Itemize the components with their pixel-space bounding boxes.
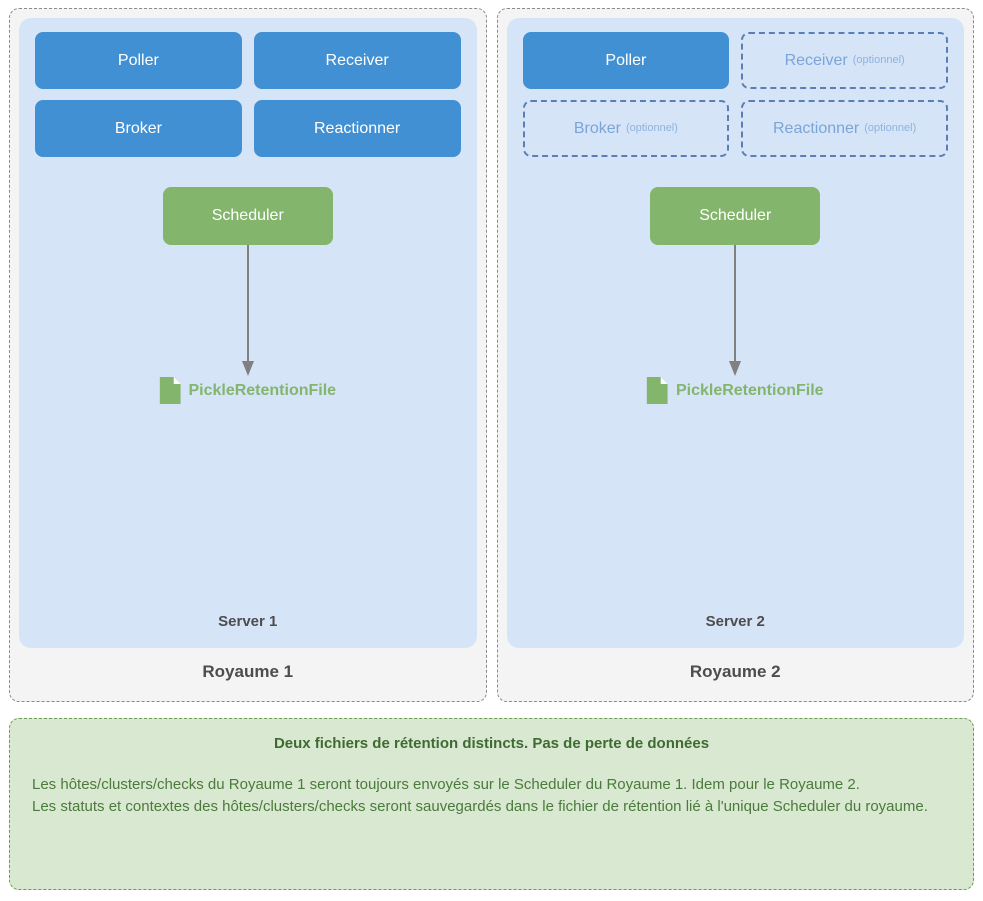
scheduler-box-1[interactable]: Scheduler — [162, 187, 333, 245]
retention-file-group-2: PickleRetentionFile — [646, 377, 824, 404]
optional-tag: (optionnel) — [852, 54, 905, 67]
retention-file-group-1: PickleRetentionFile — [159, 377, 336, 404]
daemon-label: Broker — [114, 119, 162, 137]
scheduler-label: Scheduler — [211, 207, 284, 224]
file-icon — [646, 377, 668, 404]
daemon-label: Reactionner — [313, 119, 401, 137]
realm-royaume-1: Poller Receiver Broker Reactionner Sched… — [9, 8, 487, 702]
daemon-label: Receiver — [325, 51, 389, 69]
server-panel-2: Poller Receiver (optionnel) Broker (opti… — [506, 18, 964, 648]
daemon-label: Broker — [573, 119, 621, 137]
arrow-scheduler-to-file-2 — [729, 245, 742, 376]
daemon-receiver-2[interactable]: Receiver (optionnel) — [741, 32, 948, 89]
note-line: Les hôtes/clusters/checks du Royaume 1 s… — [32, 776, 860, 793]
realm-label-2: Royaume 2 — [689, 662, 781, 681]
daemon-poller-1[interactable]: Poller — [35, 32, 242, 89]
daemon-label: Poller — [117, 51, 159, 69]
note-line: Les statuts et contextes des hôtes/clust… — [32, 797, 928, 815]
daemon-reactionner-2[interactable]: Reactionner (optionnel) — [741, 100, 948, 157]
server-panel-1: Poller Receiver Broker Reactionner Sched… — [19, 18, 477, 648]
daemon-grid-1: Poller Receiver Broker Reactionner — [35, 32, 461, 157]
server-label-2: Server 2 — [705, 613, 765, 630]
daemon-grid-2: Poller Receiver (optionnel) Broker (opti… — [522, 32, 948, 157]
daemon-poller-2[interactable]: Poller — [522, 32, 730, 89]
retention-file-label: PickleRetentionFile — [188, 381, 337, 399]
scheduler-zone-2: Scheduler PickleRetentionFile — [523, 187, 949, 613]
daemon-label: Reactionner — [772, 119, 860, 137]
scheduler-box-2[interactable]: Scheduler — [650, 187, 821, 245]
realm-label-1: Royaume 1 — [202, 662, 294, 681]
daemon-reactionner-1[interactable]: Reactionner — [253, 100, 461, 157]
file-icon — [159, 377, 181, 404]
daemon-broker-1[interactable]: Broker — [35, 100, 242, 157]
daemon-receiver-1[interactable]: Receiver — [253, 32, 461, 89]
arrow-scheduler-to-file-1 — [241, 245, 254, 376]
daemon-label: Poller — [605, 51, 647, 69]
summary-note: Deux fichiers de rétention distincts. Pa… — [9, 718, 974, 890]
daemon-label: Receiver — [784, 51, 848, 69]
realms-row: Poller Receiver Broker Reactionner Sched… — [9, 8, 974, 702]
realm-royaume-2: Poller Receiver (optionnel) Broker (opti… — [496, 8, 974, 702]
optional-tag: (optionnel) — [864, 122, 917, 135]
note-title: Deux fichiers de rétention distincts. Pa… — [273, 735, 710, 752]
server-label-1: Server 1 — [218, 613, 278, 630]
retention-file-label: PickleRetentionFile — [675, 381, 824, 399]
daemon-broker-2[interactable]: Broker (optionnel) — [522, 100, 730, 157]
scheduler-zone-1: Scheduler PickleRetentionFile — [35, 187, 461, 613]
scheduler-label: Scheduler — [699, 207, 772, 224]
optional-tag: (optionnel) — [625, 122, 678, 135]
note-body: Les hôtes/clusters/checks du Royaume 1 s… — [32, 774, 951, 818]
